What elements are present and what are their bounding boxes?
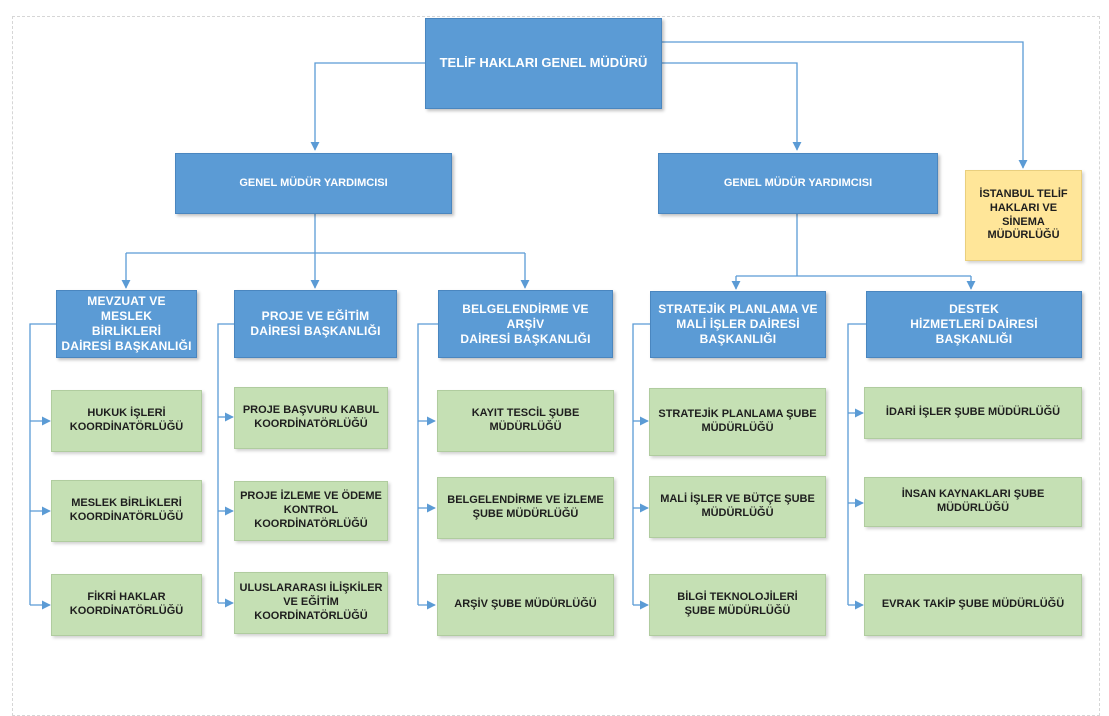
- unit-label-insan-kaynaklari: İNSAN KAYNAKLARI ŞUBE MÜDÜRLÜĞÜ: [901, 488, 1045, 514]
- unit-label-evrak-takip: EVRAK TAKİP ŞUBE MÜDÜRLÜĞÜ: [881, 598, 1065, 611]
- unit-label-proje-izleme: PROJE İZLEME VE ÖDEME KONTROL KOORDİNATÖ…: [240, 490, 382, 530]
- istanbul-directorate-box: İSTANBUL TELİF HAKLARI VE SİNEMA MÜDÜRLÜ…: [965, 170, 1082, 261]
- connector-root-istanbul: [661, 41, 1028, 169]
- unit-label-uluslararasi: ULUSLARARASI İLİŞKİLER VE EĞİTİM KOORDİN…: [239, 582, 383, 622]
- connector-dept5-spine: [847, 323, 866, 605]
- unit-box-insan-kaynaklari: İNSAN KAYNAKLARI ŞUBE MÜDÜRLÜĞÜ: [864, 477, 1082, 527]
- unit-label-hukuk: HUKUK İŞLERİ KOORDİNATÖRLÜĞÜ: [69, 407, 184, 433]
- unit-label-meslek: MESLEK BİRLİKLERİ KOORDİNATÖRLÜĞÜ: [69, 497, 184, 523]
- connector-root-dgm1: [310, 62, 425, 151]
- department-box-stratejik: STRATEJİK PLANLAMA VE MALİ İŞLER DAİRESİ…: [650, 291, 826, 358]
- unit-box-idari-isler: İDARİ İŞLER ŞUBE MÜDÜRLÜĞÜ: [864, 387, 1082, 439]
- unit-label-idari-isler: İDARİ İŞLER ŞUBE MÜDÜRLÜĞÜ: [885, 406, 1061, 419]
- deputy-director-label-1: GENEL MÜDÜR YARDIMCISI: [239, 176, 388, 189]
- unit-label-fikri: FİKRİ HAKLAR KOORDİNATÖRLÜĞÜ: [69, 591, 184, 617]
- unit-label-belgelendirme-izleme: BELGELENDİRME VE İZLEME ŞUBE MÜDÜRLÜĞÜ: [447, 494, 604, 520]
- general-director-label: TELİF HAKLARI GENEL MÜDÜRÜ: [439, 55, 648, 71]
- istanbul-directorate-label: İSTANBUL TELİF HAKLARI VE SİNEMA MÜDÜRLÜ…: [979, 188, 1068, 242]
- unit-box-bilgi-teknolojileri: BİLGİ TEKNOLOJİLERİ ŞUBE MÜDÜRLÜĞÜ: [649, 574, 826, 636]
- unit-label-kayit-tescil: KAYIT TESCİL ŞUBE MÜDÜRLÜĞÜ: [471, 407, 580, 433]
- unit-box-meslek: MESLEK BİRLİKLERİ KOORDİNATÖRLÜĞÜ: [51, 480, 202, 542]
- unit-label-mali-isler: MALİ İŞLER VE BÜTÇE ŞUBE MÜDÜRLÜĞÜ: [660, 493, 815, 519]
- deputy-director-box-2: GENEL MÜDÜR YARDIMCISI: [658, 153, 938, 214]
- unit-label-proje-basvuru: PROJE BAŞVURU KABUL KOORDİNATÖRLÜĞÜ: [242, 404, 380, 430]
- unit-box-uluslararasi: ULUSLARARASI İLİŞKİLER VE EĞİTİM KOORDİN…: [234, 572, 388, 634]
- unit-label-arsiv: ARŞİV ŞUBE MÜDÜRLÜĞÜ: [454, 598, 597, 611]
- department-label-belgelendirme: BELGELENDİRME VE ARŞİV DAİRESİ BAŞKANLIĞ…: [460, 301, 591, 346]
- connector-dept2-spine: [217, 323, 234, 603]
- department-box-proje: PROJE VE EĞİTİM DAİRESİ BAŞKANLIĞI: [234, 290, 397, 358]
- unit-label-bilgi-teknolojileri: BİLGİ TEKNOLOJİLERİ ŞUBE MÜDÜRLÜĞÜ: [677, 591, 798, 617]
- department-label-destek: DESTEK HİZMETLERİ DAİRESİ BAŞKANLIĞI: [910, 302, 1038, 346]
- unit-box-belgelendirme-izleme: BELGELENDİRME VE İZLEME ŞUBE MÜDÜRLÜĞÜ: [437, 477, 614, 539]
- unit-box-evrak-takip: EVRAK TAKİP ŞUBE MÜDÜRLÜĞÜ: [864, 574, 1082, 636]
- department-box-destek: DESTEK HİZMETLERİ DAİRESİ BAŞKANLIĞI: [866, 291, 1082, 358]
- general-director-box: TELİF HAKLARI GENEL MÜDÜRÜ: [425, 18, 662, 109]
- unit-box-proje-basvuru: PROJE BAŞVURU KABUL KOORDİNATÖRLÜĞÜ: [234, 387, 388, 449]
- department-label-mevzuat: MEVZUAT VE MESLEK BİRLİKLERİ DAİRESİ BAŞ…: [61, 294, 192, 353]
- connector-root-dgm2: [661, 62, 802, 151]
- unit-box-hukuk: HUKUK İŞLERİ KOORDİNATÖRLÜĞÜ: [51, 390, 202, 452]
- connector-dept1-spine: [29, 323, 56, 605]
- unit-box-mali-isler: MALİ İŞLER VE BÜTÇE ŞUBE MÜDÜRLÜĞÜ: [649, 476, 826, 538]
- department-label-stratejik: STRATEJİK PLANLAMA VE MALİ İŞLER DAİRESİ…: [658, 302, 818, 346]
- connector-dept4-spine: [632, 323, 650, 605]
- unit-box-fikri: FİKRİ HAKLAR KOORDİNATÖRLÜĞÜ: [51, 574, 202, 636]
- unit-box-stratejik-planlama: STRATEJİK PLANLAMA ŞUBE MÜDÜRLÜĞÜ: [649, 388, 826, 456]
- deputy-director-box-1: GENEL MÜDÜR YARDIMCISI: [175, 153, 452, 214]
- connector-dept3-spine: [417, 323, 438, 605]
- department-box-mevzuat: MEVZUAT VE MESLEK BİRLİKLERİ DAİRESİ BAŞ…: [56, 290, 197, 358]
- deputy-director-label-2: GENEL MÜDÜR YARDIMCISI: [723, 176, 873, 189]
- unit-box-kayit-tescil: KAYIT TESCİL ŞUBE MÜDÜRLÜĞÜ: [437, 390, 614, 452]
- department-box-belgelendirme: BELGELENDİRME VE ARŞİV DAİRESİ BAŞKANLIĞ…: [438, 290, 613, 358]
- department-label-proje: PROJE VE EĞİTİM DAİRESİ BAŞKANLIĞI: [250, 309, 381, 338]
- unit-box-proje-izleme: PROJE İZLEME VE ÖDEME KONTROL KOORDİNATÖ…: [234, 481, 388, 541]
- unit-box-arsiv: ARŞİV ŞUBE MÜDÜRLÜĞÜ: [437, 574, 614, 636]
- unit-label-stratejik-planlama: STRATEJİK PLANLAMA ŞUBE MÜDÜRLÜĞÜ: [658, 408, 817, 434]
